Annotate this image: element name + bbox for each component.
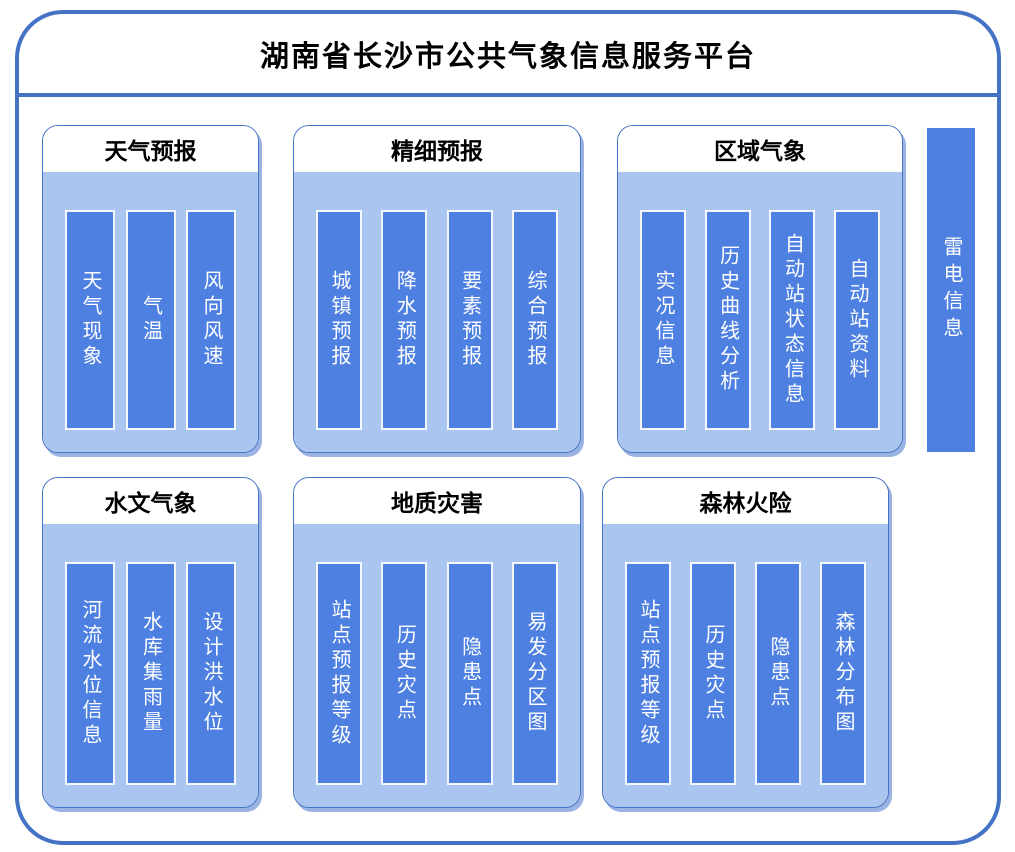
bar-label: 自动站资料 <box>845 257 868 383</box>
flow-bar: 易发分区图 <box>511 562 558 785</box>
bar-label: 天气现象 <box>79 270 101 370</box>
bar-label: 气温 <box>139 295 162 345</box>
flow-bar: 历史灾点 <box>381 562 428 785</box>
lightning-info-label: 雷电信息 <box>940 236 962 344</box>
panel-geological-disaster: 地质灾害 站点预报等级 历史灾点 隐患点 易发分区图 <box>293 477 581 808</box>
panel-hydrology-meteorology-body: 河流水位信息 水库集雨量 设计洪水位 <box>43 524 258 807</box>
flow-bar: 历史曲线分析 <box>704 210 751 430</box>
bar-label: 水库集雨量 <box>139 611 162 736</box>
flow-bar: 河流水位信息 <box>65 562 115 785</box>
bar-label: 要素预报 <box>458 270 481 370</box>
panel-forest-fire-body: 站点预报等级 历史灾点 隐患点 森林分布图 <box>603 524 888 807</box>
flow-bar: 综合预报 <box>511 210 558 430</box>
panel-fine-forecast-title: 精细预报 <box>294 126 580 172</box>
bar-label: 隐患点 <box>458 636 481 711</box>
flow-bar: 城镇预报 <box>316 210 362 430</box>
bar-label: 隐患点 <box>767 636 789 711</box>
panel-forest-fire-title: 森林火险 <box>603 478 888 524</box>
title-band: 湖南省长沙市公共气象信息服务平台 <box>19 14 997 97</box>
flow-bar: 实况信息 <box>640 210 686 430</box>
flow-bar: 历史灾点 <box>690 562 736 785</box>
panel-regional-meteorology: 区域气象 实况信息 历史曲线分析 自动站状态信息 自动站资料 <box>617 125 903 453</box>
panel-weather-forecast-title: 天气预报 <box>43 126 258 172</box>
flow-bar: 天气现象 <box>65 210 115 430</box>
flow-bar: 设计洪水位 <box>186 562 236 785</box>
panel-hydrology-meteorology: 水文气象 河流水位信息 水库集雨量 设计洪水位 <box>42 477 259 808</box>
bar-label: 历史灾点 <box>702 623 724 724</box>
panel-hydrology-meteorology-title: 水文气象 <box>43 478 258 524</box>
flow-bar: 自动站资料 <box>833 210 880 430</box>
bar-label: 森林分布图 <box>832 611 854 736</box>
panel-geological-disaster-title: 地质灾害 <box>294 478 580 524</box>
flow-bar: 风向风速 <box>186 210 236 430</box>
panel-forest-fire: 森林火险 站点预报等级 历史灾点 隐患点 森林分布图 <box>602 477 889 808</box>
panel-fine-forecast-body: 城镇预报 降水预报 要素预报 综合预报 <box>294 172 580 452</box>
bar-label: 历史灾点 <box>393 623 416 724</box>
bar-label: 风向风速 <box>200 270 222 370</box>
flow-bar: 自动站状态信息 <box>769 210 816 430</box>
flow-bar: 森林分布图 <box>820 562 866 785</box>
panel-weather-forecast-body: 天气现象 气温 风向风速 <box>43 172 258 452</box>
bar-label: 易发分区图 <box>523 611 546 736</box>
flow-bar: 隐患点 <box>446 562 493 785</box>
panel-weather-forecast: 天气预报 天气现象 气温 风向风速 <box>42 125 259 453</box>
bar-label: 站点预报等级 <box>328 598 350 749</box>
bar-label: 站点预报等级 <box>637 598 659 749</box>
panel-fine-forecast: 精细预报 城镇预报 降水预报 要素预报 综合预报 <box>293 125 581 453</box>
bar-label: 综合预报 <box>523 270 546 370</box>
bar-label: 历史曲线分析 <box>716 245 739 395</box>
panel-regional-meteorology-body: 实况信息 历史曲线分析 自动站状态信息 自动站资料 <box>618 172 902 452</box>
flow-bar: 站点预报等级 <box>625 562 671 785</box>
flow-bar: 气温 <box>125 210 176 430</box>
bar-label: 河流水位信息 <box>79 598 101 749</box>
lightning-info-bar: 雷电信息 <box>927 128 975 452</box>
flow-bar: 隐患点 <box>755 562 801 785</box>
flow-bar: 站点预报等级 <box>316 562 362 785</box>
panel-geological-disaster-body: 站点预报等级 历史灾点 隐患点 易发分区图 <box>294 524 580 807</box>
bar-label: 自动站状态信息 <box>781 232 804 408</box>
bar-label: 设计洪水位 <box>200 611 222 736</box>
flow-bar: 要素预报 <box>446 210 493 430</box>
flow-bar: 降水预报 <box>381 210 428 430</box>
page-title: 湖南省长沙市公共气象信息服务平台 <box>259 40 756 73</box>
bar-label: 降水预报 <box>393 270 416 370</box>
flow-bar: 水库集雨量 <box>125 562 176 785</box>
bar-label: 实况信息 <box>652 270 674 370</box>
panel-regional-meteorology-title: 区域气象 <box>618 126 902 172</box>
bar-label: 城镇预报 <box>328 270 350 370</box>
